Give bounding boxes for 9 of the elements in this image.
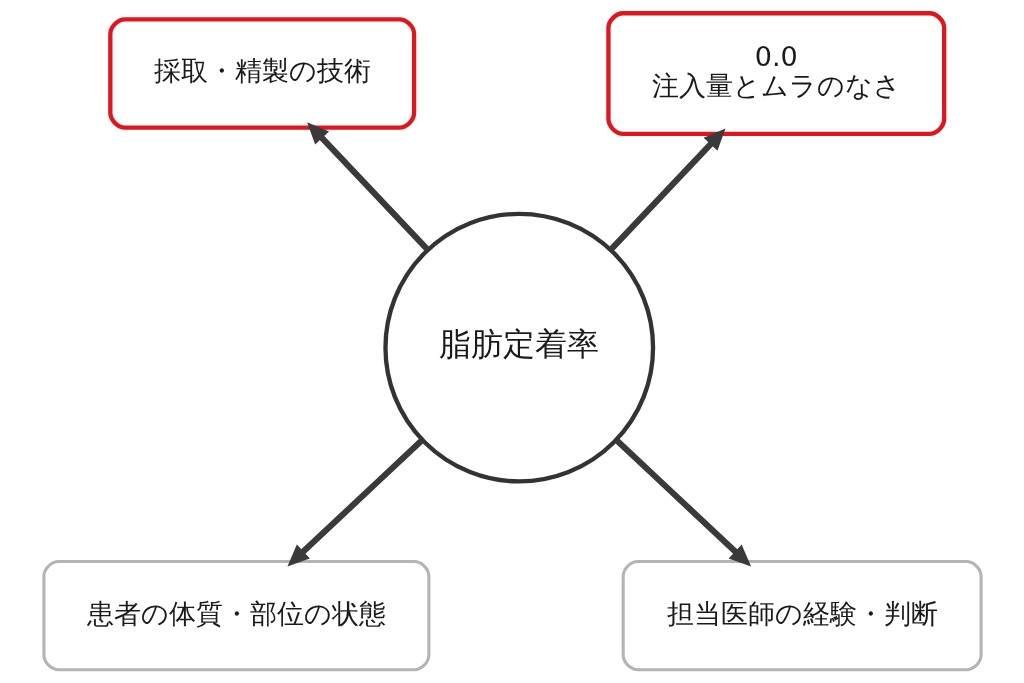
node-box: 0.0 注入量とムラのなさ: [605, 11, 946, 136]
node-box: 採取・精製の技術: [107, 17, 416, 130]
node-circle: 脂肪定着率: [382, 211, 655, 484]
node-box: 患者の体質・部位の状態: [41, 560, 430, 672]
node-box: 担当医師の経験・判断: [621, 560, 983, 672]
arrow: [614, 438, 751, 567]
arrow: [608, 128, 725, 252]
arrow: [306, 122, 430, 252]
arrow: [286, 438, 424, 567]
